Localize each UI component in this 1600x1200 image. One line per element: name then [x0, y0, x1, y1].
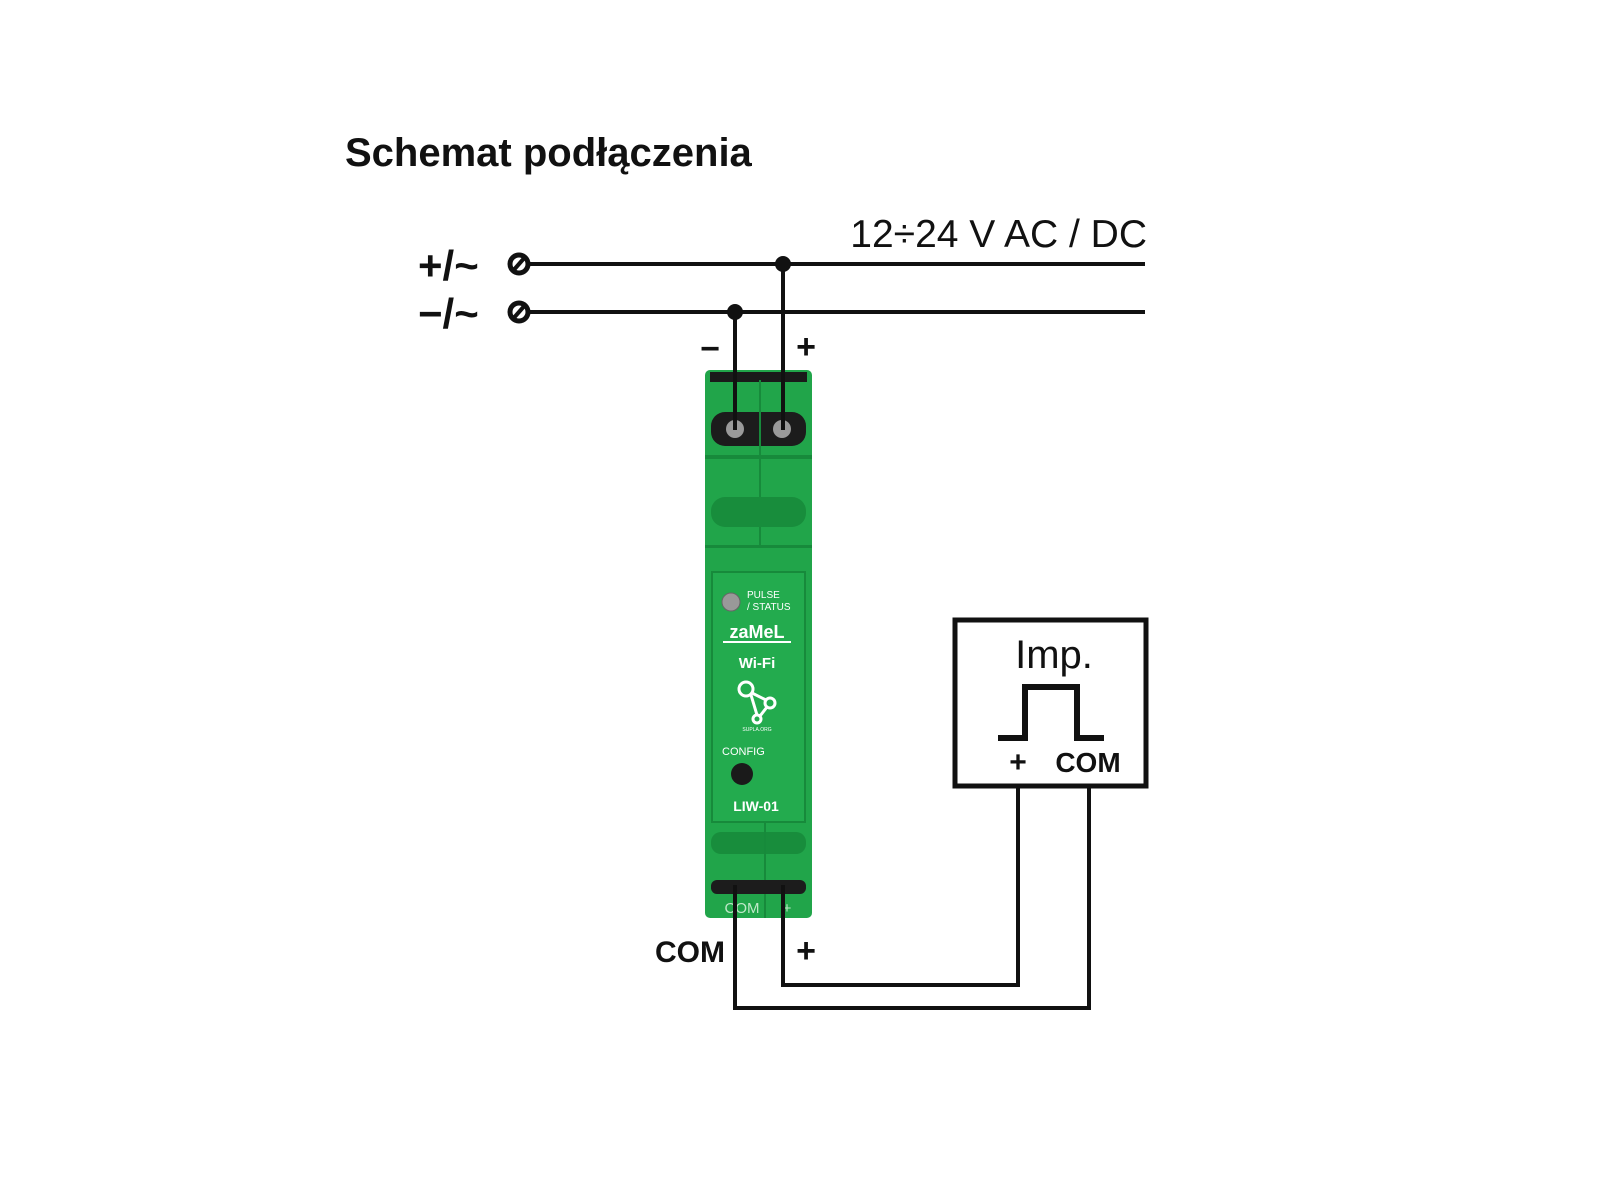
- impulse-source: Imp. + COM: [952, 617, 1149, 789]
- wifi-label: Wi-Fi: [739, 655, 776, 672]
- model-label: LIW-01: [733, 798, 779, 814]
- device-wires: [733, 264, 1091, 1010]
- negative-terminal-label: −/~: [418, 290, 479, 337]
- positive-terminal-label: +/~: [418, 242, 479, 289]
- status-led-icon: [721, 592, 741, 612]
- led-label: / STATUS: [747, 602, 791, 613]
- pulse-waveform-icon: [998, 684, 1104, 741]
- device-com-terminal-label: COM: [725, 900, 760, 917]
- voltage-label: 12÷24 V AC / DC: [850, 213, 1147, 256]
- impulse-plus-label: +: [1009, 746, 1027, 779]
- device-plus-terminal-label: +: [783, 900, 792, 917]
- config-button[interactable]: [731, 763, 753, 785]
- terminal-icon: [507, 252, 531, 324]
- supply-wires: [528, 262, 1145, 314]
- config-label: CONFIG: [722, 746, 765, 758]
- impulse-com-label: COM: [1055, 747, 1120, 778]
- supla-logo-icon: [737, 680, 777, 725]
- impulse-title: Imp.: [1015, 633, 1093, 677]
- diagram-title: Schemat podłączenia: [345, 131, 753, 175]
- led-label: PULSE: [747, 590, 780, 601]
- device-plus-label: +: [796, 328, 816, 366]
- plus-label: +: [796, 932, 816, 970]
- liw-01-device: PULSE / STATUS zaMeL Wi-Fi SUPLA.ORG CON…: [705, 370, 812, 918]
- device-minus-label: −: [700, 330, 720, 368]
- brand-logo: zaMeL: [729, 622, 784, 642]
- supla-label: SUPLA.ORG: [742, 727, 771, 733]
- com-label: COM: [655, 936, 725, 969]
